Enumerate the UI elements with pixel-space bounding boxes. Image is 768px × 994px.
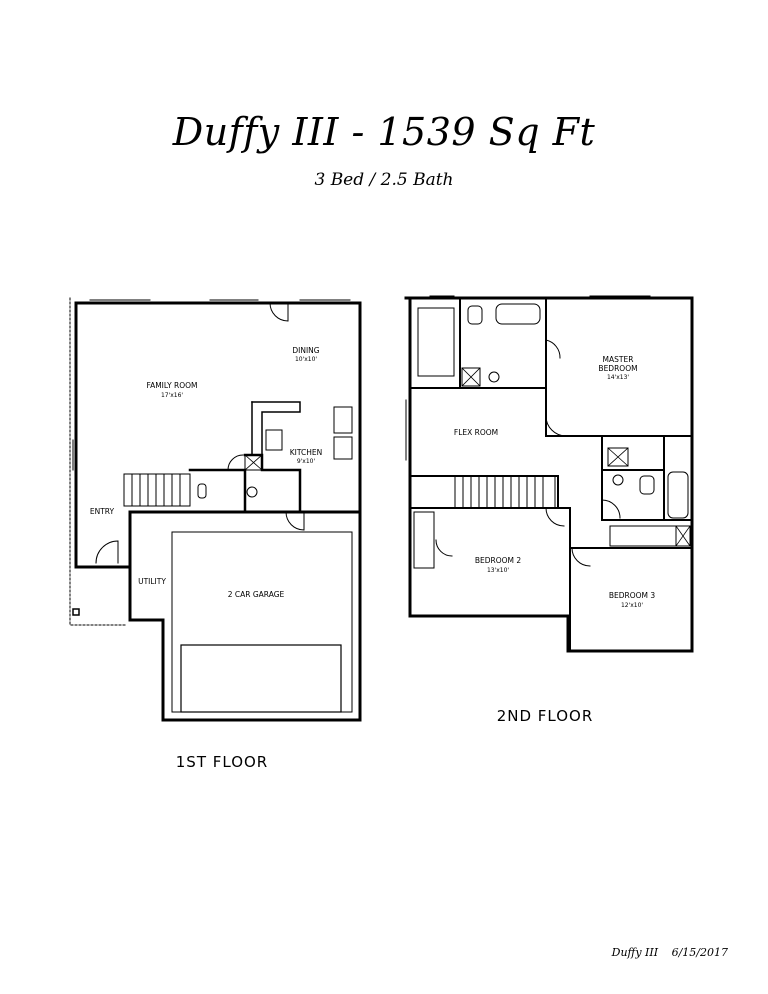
bedroom3-door — [571, 547, 591, 567]
footer-plan: Duffy III — [611, 946, 659, 959]
master-label-line1: MASTER — [603, 355, 634, 364]
powder-door — [227, 454, 244, 471]
family-room-label: FAMILY ROOM — [146, 381, 197, 390]
second-floor-windows — [405, 295, 651, 461]
garage-entry-door — [285, 511, 305, 531]
porch — [69, 297, 127, 626]
garage-label: 2 CAR GARAGE — [228, 590, 285, 599]
family-room-dims: 17'x16' — [161, 392, 183, 399]
entry-label: ENTRY — [90, 507, 115, 516]
bedroom2-dims: 13'x10' — [487, 567, 509, 574]
hall-bath-door — [601, 499, 621, 519]
pantry — [244, 454, 263, 471]
second-floor-label: 2ND FLOOR — [497, 707, 594, 725]
master-label-line2: BEDROOM — [598, 364, 637, 373]
first-floor-windows — [72, 299, 351, 471]
first-floor-labels: FAMILY ROOM 17'x16' DINING 10'x10' KITCH… — [90, 346, 322, 771]
master-sink — [488, 371, 500, 383]
page-title: Duffy III - 1539 Sq Ft — [172, 110, 596, 154]
kitchen-dims: 9'x10' — [297, 458, 316, 465]
footer-date: 6/15/2017 — [671, 946, 728, 959]
master-door — [545, 415, 567, 437]
footer: Duffy III 6/15/2017 — [612, 946, 728, 959]
garage-door — [180, 644, 342, 713]
master-dims: 14'x13' — [607, 374, 629, 381]
hall-linen — [607, 447, 629, 467]
kitchen-label: KITCHEN — [290, 448, 323, 457]
flex-room-label: FLEX ROOM — [454, 428, 498, 437]
kitchen-sink — [265, 429, 283, 451]
stove — [333, 436, 353, 460]
second-floor-walls — [404, 296, 694, 653]
utility-label: UTILITY — [138, 577, 166, 586]
bedroom2-closet — [413, 511, 435, 569]
garage-inner-wall — [171, 531, 353, 713]
shower — [417, 307, 455, 377]
dining-label: DINING — [292, 346, 319, 355]
first-floor-label: 1ST FLOOR — [176, 753, 268, 771]
hall-toilet — [639, 475, 655, 495]
toilet — [197, 483, 207, 499]
hall-sink — [612, 474, 624, 486]
closet-door — [435, 539, 453, 557]
master-tub — [495, 303, 541, 325]
dining-door — [269, 302, 289, 322]
hall-tub — [667, 471, 689, 519]
second-floor-stairs — [454, 475, 556, 509]
master-toilet — [467, 305, 483, 325]
first-floor-walls — [74, 301, 362, 722]
entry-door — [95, 540, 119, 564]
bedroom2-door — [545, 507, 565, 527]
dining-dims: 10'x10' — [295, 356, 317, 363]
page-subtitle: 3 Bed / 2.5 Bath — [314, 170, 454, 190]
first-floor-plan — [69, 297, 362, 722]
powder-sink — [246, 486, 258, 498]
first-floor-stairs — [123, 473, 191, 507]
kitchen-counter — [251, 401, 301, 456]
porch-post — [72, 608, 80, 616]
fridge — [333, 406, 353, 434]
second-floor-plan — [404, 295, 694, 653]
closet-box — [675, 525, 691, 547]
second-floor-labels: MASTER BEDROOM 14'x13' FLEX ROOM BEDROOM… — [454, 355, 656, 725]
bedroom3-label: BEDROOM 3 — [609, 591, 656, 600]
bedroom2-label: BEDROOM 2 — [475, 556, 522, 565]
bath-door — [545, 339, 561, 359]
bedroom3-dims: 12'x10' — [621, 602, 643, 609]
linen — [461, 367, 481, 387]
